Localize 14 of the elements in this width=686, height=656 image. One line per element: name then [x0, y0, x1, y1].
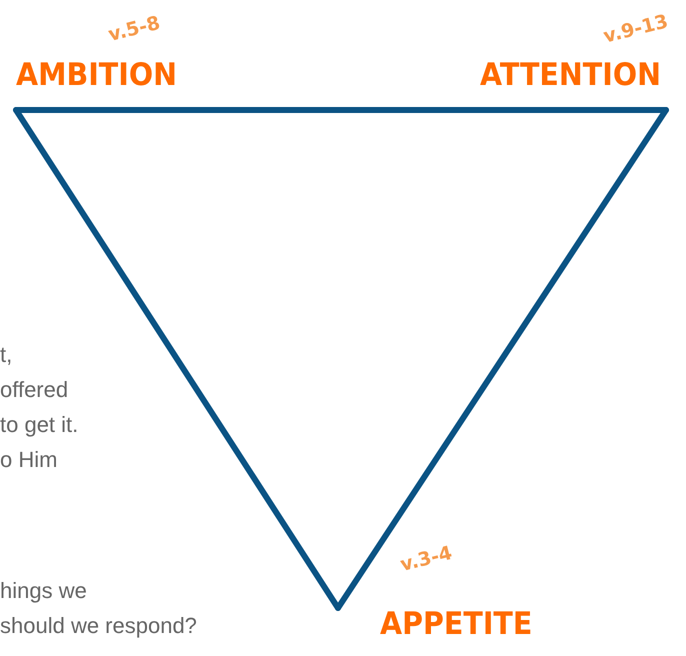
body-text: o Him [0, 447, 58, 473]
verse-reference: v.3-4 [398, 542, 454, 576]
verse-reference: v.5-8 [106, 12, 162, 46]
body-text: should we respond? [0, 613, 197, 639]
corner-label: AMBITION [16, 57, 177, 93]
body-text: t, [0, 342, 12, 368]
triangle-side [13, 107, 341, 611]
triangle-side [335, 107, 669, 611]
verse-reference: v.9-13 [601, 10, 670, 48]
body-text: offered [0, 377, 68, 403]
corner-label: ATTENTION [480, 57, 661, 93]
body-text: to get it. [0, 412, 78, 438]
corner-label: APPETITE [380, 606, 532, 642]
body-text: hings we [0, 578, 87, 604]
